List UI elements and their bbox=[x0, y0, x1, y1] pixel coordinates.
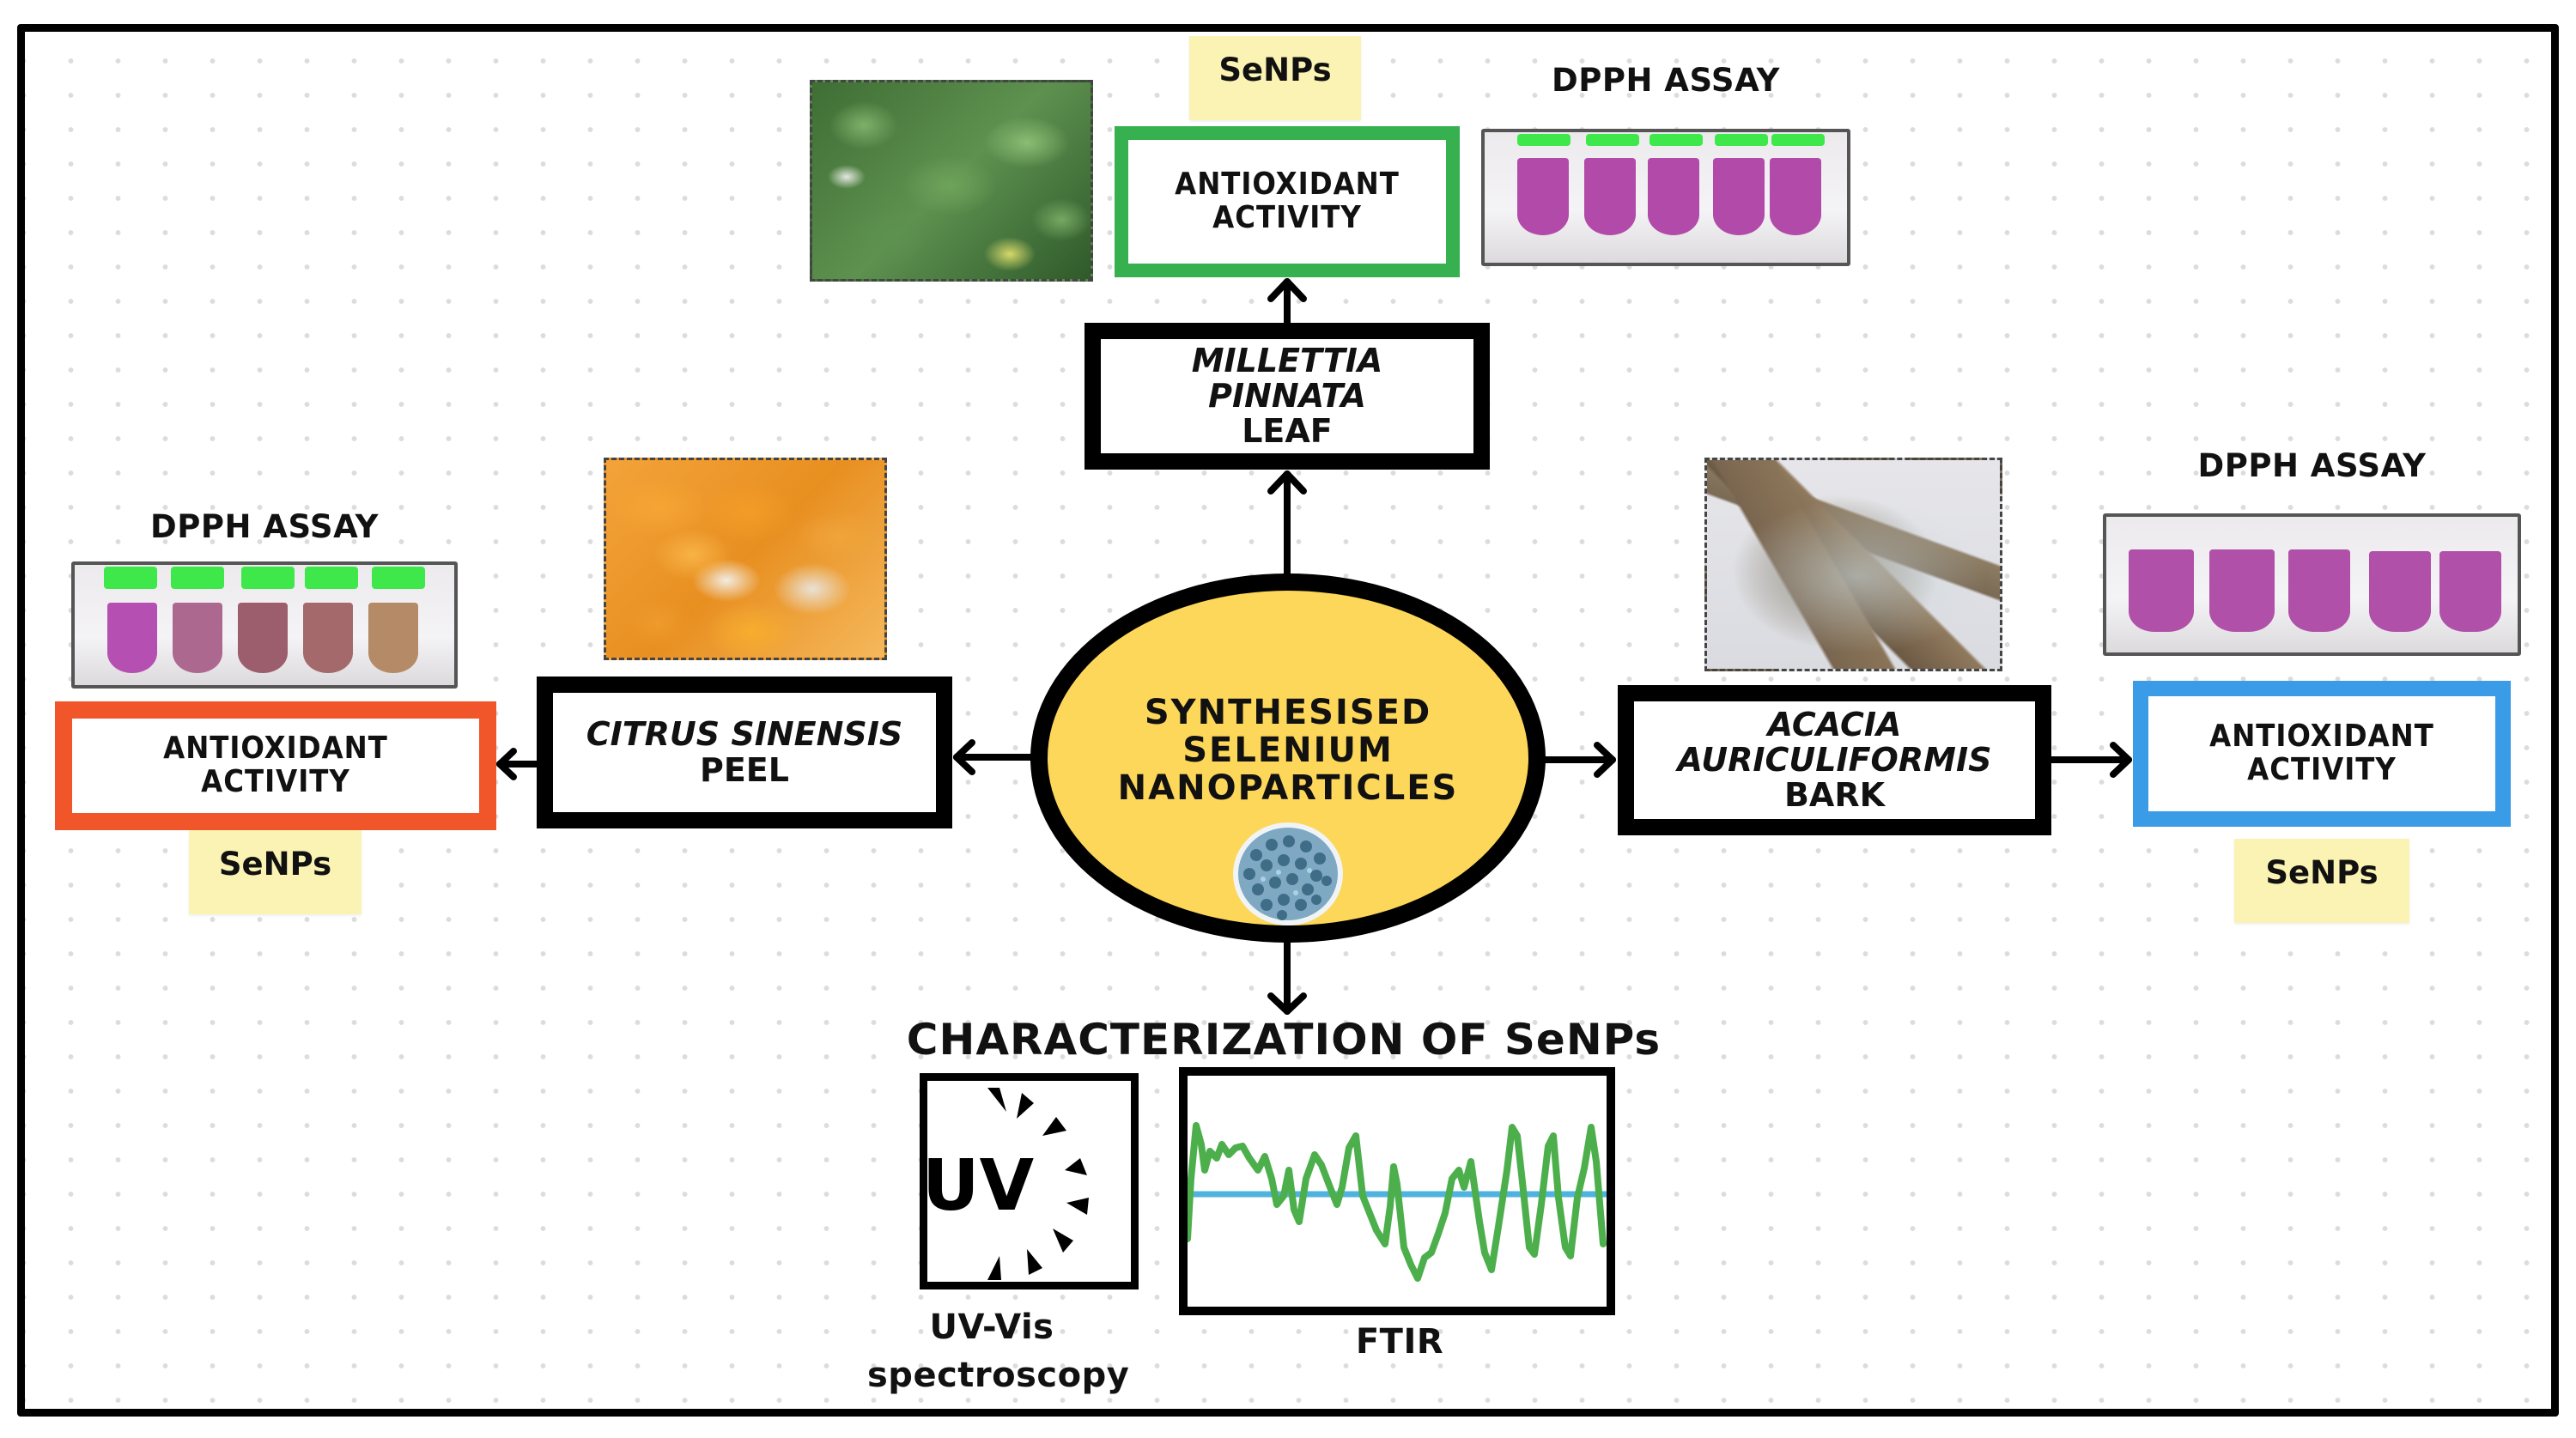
center-node-title: SYNTHESISED SELENIUM NANOPARTICLES bbox=[1048, 694, 1528, 807]
orange-peel-photo bbox=[604, 458, 887, 660]
dpph-tube bbox=[2369, 551, 2431, 632]
uv-vis-label-line-1: UV-Vis bbox=[929, 1308, 1054, 1347]
dpph-tube bbox=[1584, 158, 1636, 235]
activity-box-top: ANTIOXIDANT ACTIVITY bbox=[1115, 126, 1460, 277]
uv-icon-box: UV bbox=[920, 1073, 1139, 1289]
dpph-tubes-photo-top bbox=[1481, 129, 1850, 266]
sticky-note-left: SeNPs bbox=[189, 830, 361, 914]
dpph-tube bbox=[1713, 158, 1765, 235]
uv-sun-icon: UV bbox=[927, 1088, 1089, 1280]
activity-top-line-1: ANTIOXIDANT bbox=[1175, 167, 1400, 203]
dpph-tube bbox=[368, 603, 418, 673]
ftir-trace bbox=[1188, 1122, 1607, 1282]
arrowhead-acacia bbox=[1594, 742, 1616, 778]
arrowhead-millettia bbox=[1267, 470, 1307, 495]
sticky-note-left-label: SeNPs bbox=[218, 846, 332, 883]
plant-millettia-line-2: PINNATA bbox=[1208, 376, 1366, 415]
bark-photo bbox=[1704, 458, 2002, 671]
dpph-tube bbox=[238, 603, 288, 673]
activity-right-line-2: ACTIVITY bbox=[2247, 752, 2397, 787]
uv-vis-label: UV-Vis spectroscopy bbox=[867, 1303, 1130, 1399]
dpph-tube bbox=[303, 603, 353, 673]
ftir-label: FTIR bbox=[1355, 1322, 1444, 1362]
dpph-label-top: DPPH ASSAY bbox=[1552, 62, 1780, 99]
dpph-tube bbox=[2439, 551, 2501, 632]
plant-millettia-line-3: LEAF bbox=[1242, 412, 1333, 451]
plant-acacia-line-1: ACACIA bbox=[1767, 705, 1902, 743]
dpph-tube bbox=[1770, 158, 1821, 235]
dpph-tubes-photo-left bbox=[71, 561, 458, 689]
ftir-icon-box bbox=[1179, 1067, 1615, 1315]
nanoparticle-cluster-icon bbox=[1233, 822, 1343, 925]
sticky-note-top: SeNPs bbox=[1189, 36, 1361, 120]
sticky-note-right: SeNPs bbox=[2234, 839, 2409, 923]
dpph-tube bbox=[173, 603, 222, 673]
arrowhead-citrus bbox=[953, 739, 975, 775]
activity-left-line-1: ANTIOXIDANT bbox=[163, 731, 388, 767]
dpph-tubes-photo-right bbox=[2103, 513, 2521, 656]
plant-box-millettia: MILLETTIA PINNATA LEAF bbox=[1084, 323, 1490, 470]
arrowhead-left-activity bbox=[496, 748, 517, 780]
activity-right-line-1: ANTIOXIDANT bbox=[2209, 719, 2434, 755]
center-line-3: NANOPARTICLES bbox=[1117, 768, 1459, 808]
activity-box-left: ANTIOXIDANT ACTIVITY bbox=[55, 701, 496, 830]
uv-vis-label-line-2: spectroscopy bbox=[867, 1356, 1130, 1395]
plant-acacia-line-2: AURICULIFORMIS bbox=[1677, 740, 1992, 779]
plant-citrus-line-1: CITRUS SINENSIS bbox=[586, 715, 903, 754]
arrowhead-right-activity bbox=[2110, 742, 2132, 778]
dpph-tube bbox=[2129, 549, 2194, 632]
dpph-tube bbox=[107, 603, 157, 673]
plant-citrus-line-2: PEEL bbox=[700, 750, 789, 789]
leaf-photo bbox=[810, 80, 1093, 282]
dpph-label-left: DPPH ASSAY bbox=[150, 508, 379, 545]
plant-acacia-line-3: BARK bbox=[1783, 776, 1886, 815]
sticky-note-top-label: SeNPs bbox=[1218, 52, 1332, 88]
plant-box-citrus: CITRUS SINENSIS PEEL bbox=[537, 677, 952, 828]
center-line-2: SELENIUM bbox=[1182, 731, 1394, 770]
dpph-tube bbox=[1648, 158, 1699, 235]
activity-box-right: ANTIOXIDANT ACTIVITY bbox=[2133, 681, 2511, 827]
plant-box-acacia: ACACIA AURICULIFORMIS BARK bbox=[1618, 685, 2051, 835]
dpph-tube bbox=[2288, 549, 2350, 632]
plant-millettia-line-1: MILLETTIA bbox=[1191, 341, 1383, 379]
characterization-title: CHARACTERIZATION OF SeNPs bbox=[906, 1015, 1662, 1065]
dpph-label-right: DPPH ASSAY bbox=[2197, 447, 2427, 484]
activity-left-line-2: ACTIVITY bbox=[201, 764, 350, 799]
center-node: SYNTHESISED SELENIUM NANOPARTICLES bbox=[1030, 573, 1546, 943]
dpph-tube bbox=[2209, 549, 2275, 632]
ftir-spectrum-icon bbox=[1188, 1122, 1607, 1282]
dpph-tube bbox=[1517, 158, 1569, 235]
activity-top-line-2: ACTIVITY bbox=[1212, 200, 1362, 235]
arrowhead-characterization bbox=[1267, 992, 1307, 1015]
center-line-1: SYNTHESISED bbox=[1144, 693, 1432, 732]
uv-icon-text: UV bbox=[922, 1145, 1035, 1227]
sticky-note-right-label: SeNPs bbox=[2265, 854, 2379, 891]
arrowhead-top-activity bbox=[1267, 278, 1307, 302]
